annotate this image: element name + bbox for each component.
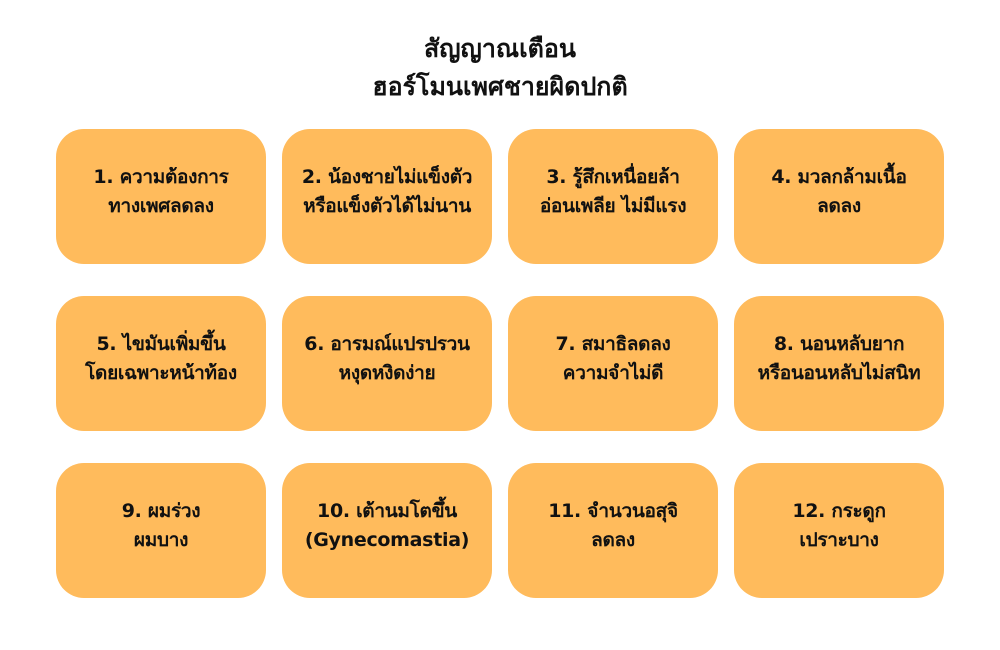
- page-title: สัญญาณเตือน ฮอร์โมนเพศชายผิดปกติ: [0, 30, 1000, 106]
- card-line-2: ลดลง: [817, 195, 861, 217]
- card-line-1: 10. เต้านมโตขึ้น: [317, 500, 457, 522]
- symptom-card-2: 2. น้องชายไม่แข็งตัว หรือแข็งตัวได้ไม่นา…: [282, 129, 492, 264]
- symptom-card-8: 8. นอนหลับยาก หรือนอนหลับไม่สนิท: [734, 296, 944, 431]
- symptom-card-12: 12. กระดูก เปราะบาง: [734, 463, 944, 598]
- card-line-2: หงุดหงิดง่าย: [338, 362, 436, 384]
- symptom-card-3: 3. รู้สึกเหนื่อยล้า อ่อนเพลีย ไม่มีแรง: [508, 129, 718, 264]
- card-line-2: (Gynecomastia): [304, 529, 470, 551]
- card-line-1: 5. ไขมันเพิ่มขึ้น: [96, 333, 226, 355]
- symptom-card-9: 9. ผมร่วง ผมบาง: [56, 463, 266, 598]
- symptom-card-7: 7. สมาธิลดลง ความจำไม่ดี: [508, 296, 718, 431]
- symptom-card-5: 5. ไขมันเพิ่มขึ้น โดยเฉพาะหน้าท้อง: [56, 296, 266, 431]
- card-line-2: เปราะบาง: [799, 529, 879, 551]
- title-line-2: ฮอร์โมนเพศชายผิดปกติ: [372, 72, 628, 101]
- card-line-2: อ่อนเพลีย ไม่มีแรง: [539, 195, 687, 217]
- symptom-card-6: 6. อารมณ์แปรปรวน หงุดหงิดง่าย: [282, 296, 492, 431]
- card-line-1: 7. สมาธิลดลง: [555, 333, 671, 355]
- card-line-1: 8. นอนหลับยาก: [773, 333, 905, 355]
- card-line-1: 11. จำนวนอสุจิ: [548, 500, 678, 522]
- symptom-card-10: 10. เต้านมโตขึ้น (Gynecomastia): [282, 463, 492, 598]
- symptom-grid: 1. ความต้องการ ทางเพศลดลง 2. น้องชายไม่แ…: [56, 129, 944, 598]
- symptom-card-4: 4. มวลกล้ามเนื้อ ลดลง: [734, 129, 944, 264]
- card-line-1: 12. กระดูก: [792, 500, 886, 522]
- card-line-2: หรือแข็งตัวได้ไม่นาน: [303, 195, 471, 217]
- card-line-1: 3. รู้สึกเหนื่อยล้า: [546, 166, 680, 188]
- card-line-2: โดยเฉพาะหน้าท้อง: [85, 362, 237, 384]
- symptom-card-1: 1. ความต้องการ ทางเพศลดลง: [56, 129, 266, 264]
- card-line-1: 2. น้องชายไม่แข็งตัว: [301, 166, 473, 188]
- card-line-1: 6. อารมณ์แปรปรวน: [304, 333, 470, 355]
- card-line-2: หรือนอนหลับไม่สนิท: [757, 362, 921, 384]
- card-line-1: 1. ความต้องการ: [93, 166, 229, 188]
- card-line-2: ลดลง: [591, 529, 635, 551]
- title-line-1: สัญญาณเตือน: [424, 34, 576, 63]
- card-line-2: ความจำไม่ดี: [562, 362, 664, 384]
- card-line-1: 4. มวลกล้ามเนื้อ: [771, 166, 907, 188]
- card-line-2: ผมบาง: [133, 529, 189, 551]
- card-line-1: 9. ผมร่วง: [121, 500, 201, 522]
- symptom-card-11: 11. จำนวนอสุจิ ลดลง: [508, 463, 718, 598]
- card-line-2: ทางเพศลดลง: [108, 195, 214, 217]
